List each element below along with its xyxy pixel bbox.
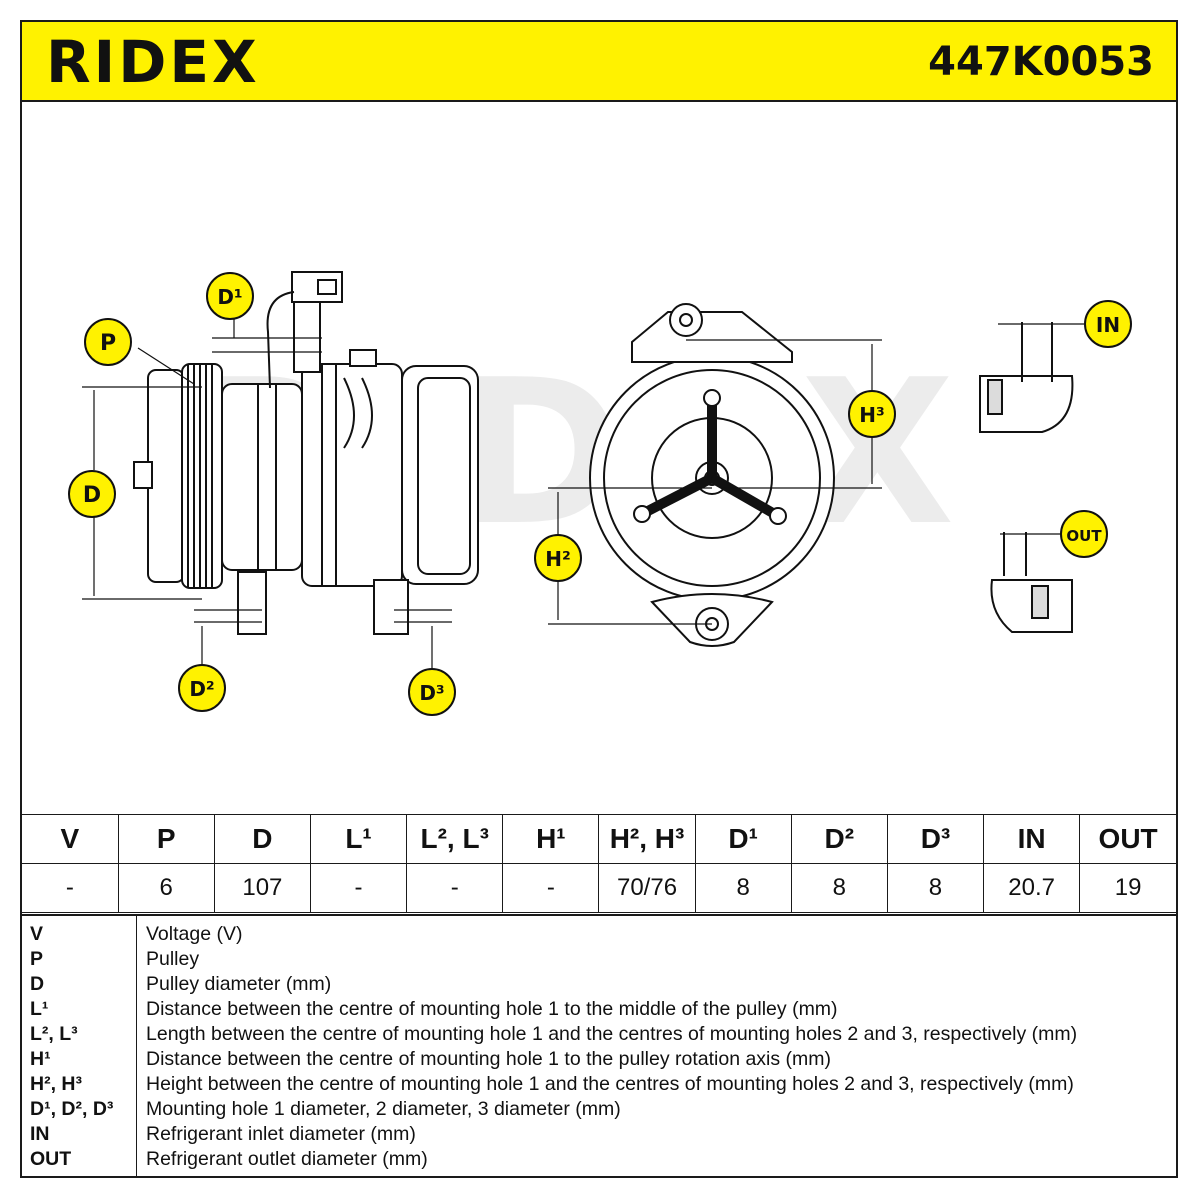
svg-text:OUT: OUT bbox=[1066, 527, 1102, 545]
specs-value-cell: - bbox=[309, 863, 408, 913]
specs-header-cell: OUT bbox=[1079, 814, 1176, 864]
specs-value-cell: 6 bbox=[117, 863, 215, 913]
legend-row: V Voltage (V) bbox=[22, 922, 1176, 947]
callout-h2: H² bbox=[534, 534, 582, 582]
legend-row: D Pulley diameter (mm) bbox=[22, 972, 1176, 997]
legend-key: P bbox=[30, 948, 44, 970]
legend-desc: Mounting hole 1 diameter, 2 diameter, 3 … bbox=[146, 1098, 621, 1120]
specs-header-row: V P D L¹ L², L³ H¹ H², H³ D¹ D² D³ IN OU… bbox=[22, 814, 1176, 864]
legend-desc: Pulley diameter (mm) bbox=[146, 973, 332, 995]
legend-key: H¹ bbox=[30, 1048, 51, 1070]
technical-drawing: RIDEX bbox=[22, 102, 1176, 814]
callout-d3: D³ bbox=[408, 668, 456, 716]
callout-out: OUT bbox=[1060, 510, 1108, 558]
brand-logo: RIDEX bbox=[46, 28, 260, 96]
svg-text:D²: D² bbox=[189, 677, 214, 701]
legend-row: P Pulley bbox=[22, 947, 1176, 972]
compressor-drawing-svg: RIDEX bbox=[68, 271, 1132, 716]
legend-key: V bbox=[30, 923, 44, 945]
specs-value-cell: - bbox=[502, 863, 600, 913]
svg-text:IN: IN bbox=[1096, 313, 1120, 337]
callout-p: P bbox=[84, 318, 132, 366]
legend-desc: Length between the centre of mounting ho… bbox=[146, 1023, 1078, 1045]
specs-value-cell: 8 bbox=[790, 863, 888, 913]
specs-header-cell: D² bbox=[790, 814, 888, 864]
legend-desc: Height between the centre of mounting ho… bbox=[146, 1073, 1074, 1095]
legend-desc: Distance between the centre of mounting … bbox=[146, 1048, 832, 1070]
specs-header-cell: L¹ bbox=[309, 814, 408, 864]
callout-d2: D² bbox=[178, 664, 226, 712]
dimension-lines-front bbox=[548, 339, 882, 625]
callout-d1: D¹ bbox=[206, 272, 254, 320]
legend-divider bbox=[136, 916, 137, 1178]
legend-desc: Refrigerant inlet diameter (mm) bbox=[146, 1123, 416, 1145]
specs-value-cell: 19 bbox=[1079, 863, 1176, 913]
svg-text:P: P bbox=[100, 331, 116, 356]
svg-text:D³: D³ bbox=[419, 681, 444, 705]
compressor-side-view bbox=[133, 271, 479, 635]
legend-row: IN Refrigerant inlet diameter (mm) bbox=[22, 1122, 1176, 1147]
svg-text:H²: H² bbox=[545, 547, 571, 571]
compressor-front-view bbox=[589, 303, 835, 647]
callout-h3: H³ bbox=[848, 390, 896, 438]
legend-row: H¹ Distance between the centre of mounti… bbox=[22, 1047, 1176, 1072]
specs-header-cell: D³ bbox=[886, 814, 985, 864]
legend-desc: Pulley bbox=[146, 948, 200, 970]
legend-row: OUT Refrigerant outlet diameter (mm) bbox=[22, 1147, 1176, 1172]
legend-key: IN bbox=[30, 1123, 50, 1145]
legend-row: H², H³ Height between the centre of moun… bbox=[22, 1072, 1176, 1097]
specs-value-cell: 20.7 bbox=[983, 863, 1081, 913]
specs-header-cell: D¹ bbox=[694, 814, 792, 864]
legend-desc: Distance between the centre of mounting … bbox=[146, 998, 838, 1020]
datasheet-frame: RIDEX 447K0053 RIDEX bbox=[20, 20, 1178, 1178]
specs-header-cell: H², H³ bbox=[598, 814, 696, 864]
callout-in: IN bbox=[1084, 300, 1132, 348]
callout-d: D bbox=[68, 470, 116, 518]
legend-key: L¹ bbox=[30, 998, 49, 1020]
specs-value-cell: - bbox=[22, 863, 119, 913]
dimension-lines-side bbox=[82, 310, 452, 672]
svg-text:H³: H³ bbox=[859, 403, 885, 427]
specs-header-cell: P bbox=[117, 814, 215, 864]
legend-row: L¹ Distance between the centre of mounti… bbox=[22, 997, 1176, 1022]
specs-table: V P D L¹ L², L³ H¹ H², H³ D¹ D² D³ IN OU… bbox=[22, 814, 1176, 913]
svg-text:D: D bbox=[83, 483, 101, 508]
specs-value-cell: 8 bbox=[694, 863, 792, 913]
specs-header-cell: L², L³ bbox=[406, 814, 504, 864]
legend-row: L², L³ Length between the centre of moun… bbox=[22, 1022, 1176, 1047]
specs-header-cell: IN bbox=[983, 814, 1081, 864]
legend-key: H², H³ bbox=[30, 1073, 82, 1095]
legend-desc: Voltage (V) bbox=[146, 923, 243, 945]
specs-header-cell: D bbox=[213, 814, 311, 864]
specs-value-cell: - bbox=[406, 863, 504, 913]
legend-key: OUT bbox=[30, 1148, 72, 1170]
part-number: 447K0053 bbox=[928, 39, 1154, 85]
specs-value-row: - 6 107 - - - 70/76 8 8 8 20.7 19 bbox=[22, 863, 1176, 913]
specs-header-cell: H¹ bbox=[502, 814, 600, 864]
port-detail-views bbox=[979, 322, 1074, 633]
legend: V Voltage (V) P Pulley D Pulley diameter… bbox=[22, 914, 1176, 1178]
legend-key: D bbox=[30, 973, 45, 995]
legend-key: D¹, D², D³ bbox=[30, 1098, 114, 1120]
header-bar: RIDEX 447K0053 bbox=[22, 22, 1176, 102]
legend-key: L², L³ bbox=[30, 1023, 78, 1045]
legend-row: D¹, D², D³ Mounting hole 1 diameter, 2 d… bbox=[22, 1097, 1176, 1122]
port-dimension-lines bbox=[998, 323, 1084, 535]
legend-desc: Refrigerant outlet diameter (mm) bbox=[146, 1148, 428, 1170]
svg-text:D¹: D¹ bbox=[217, 285, 242, 309]
specs-value-cell: 107 bbox=[213, 863, 311, 913]
specs-value-cell: 70/76 bbox=[598, 863, 696, 913]
specs-header-cell: V bbox=[22, 814, 119, 864]
brand-name: RIDEX bbox=[46, 28, 260, 96]
specs-value-cell: 8 bbox=[886, 863, 985, 913]
